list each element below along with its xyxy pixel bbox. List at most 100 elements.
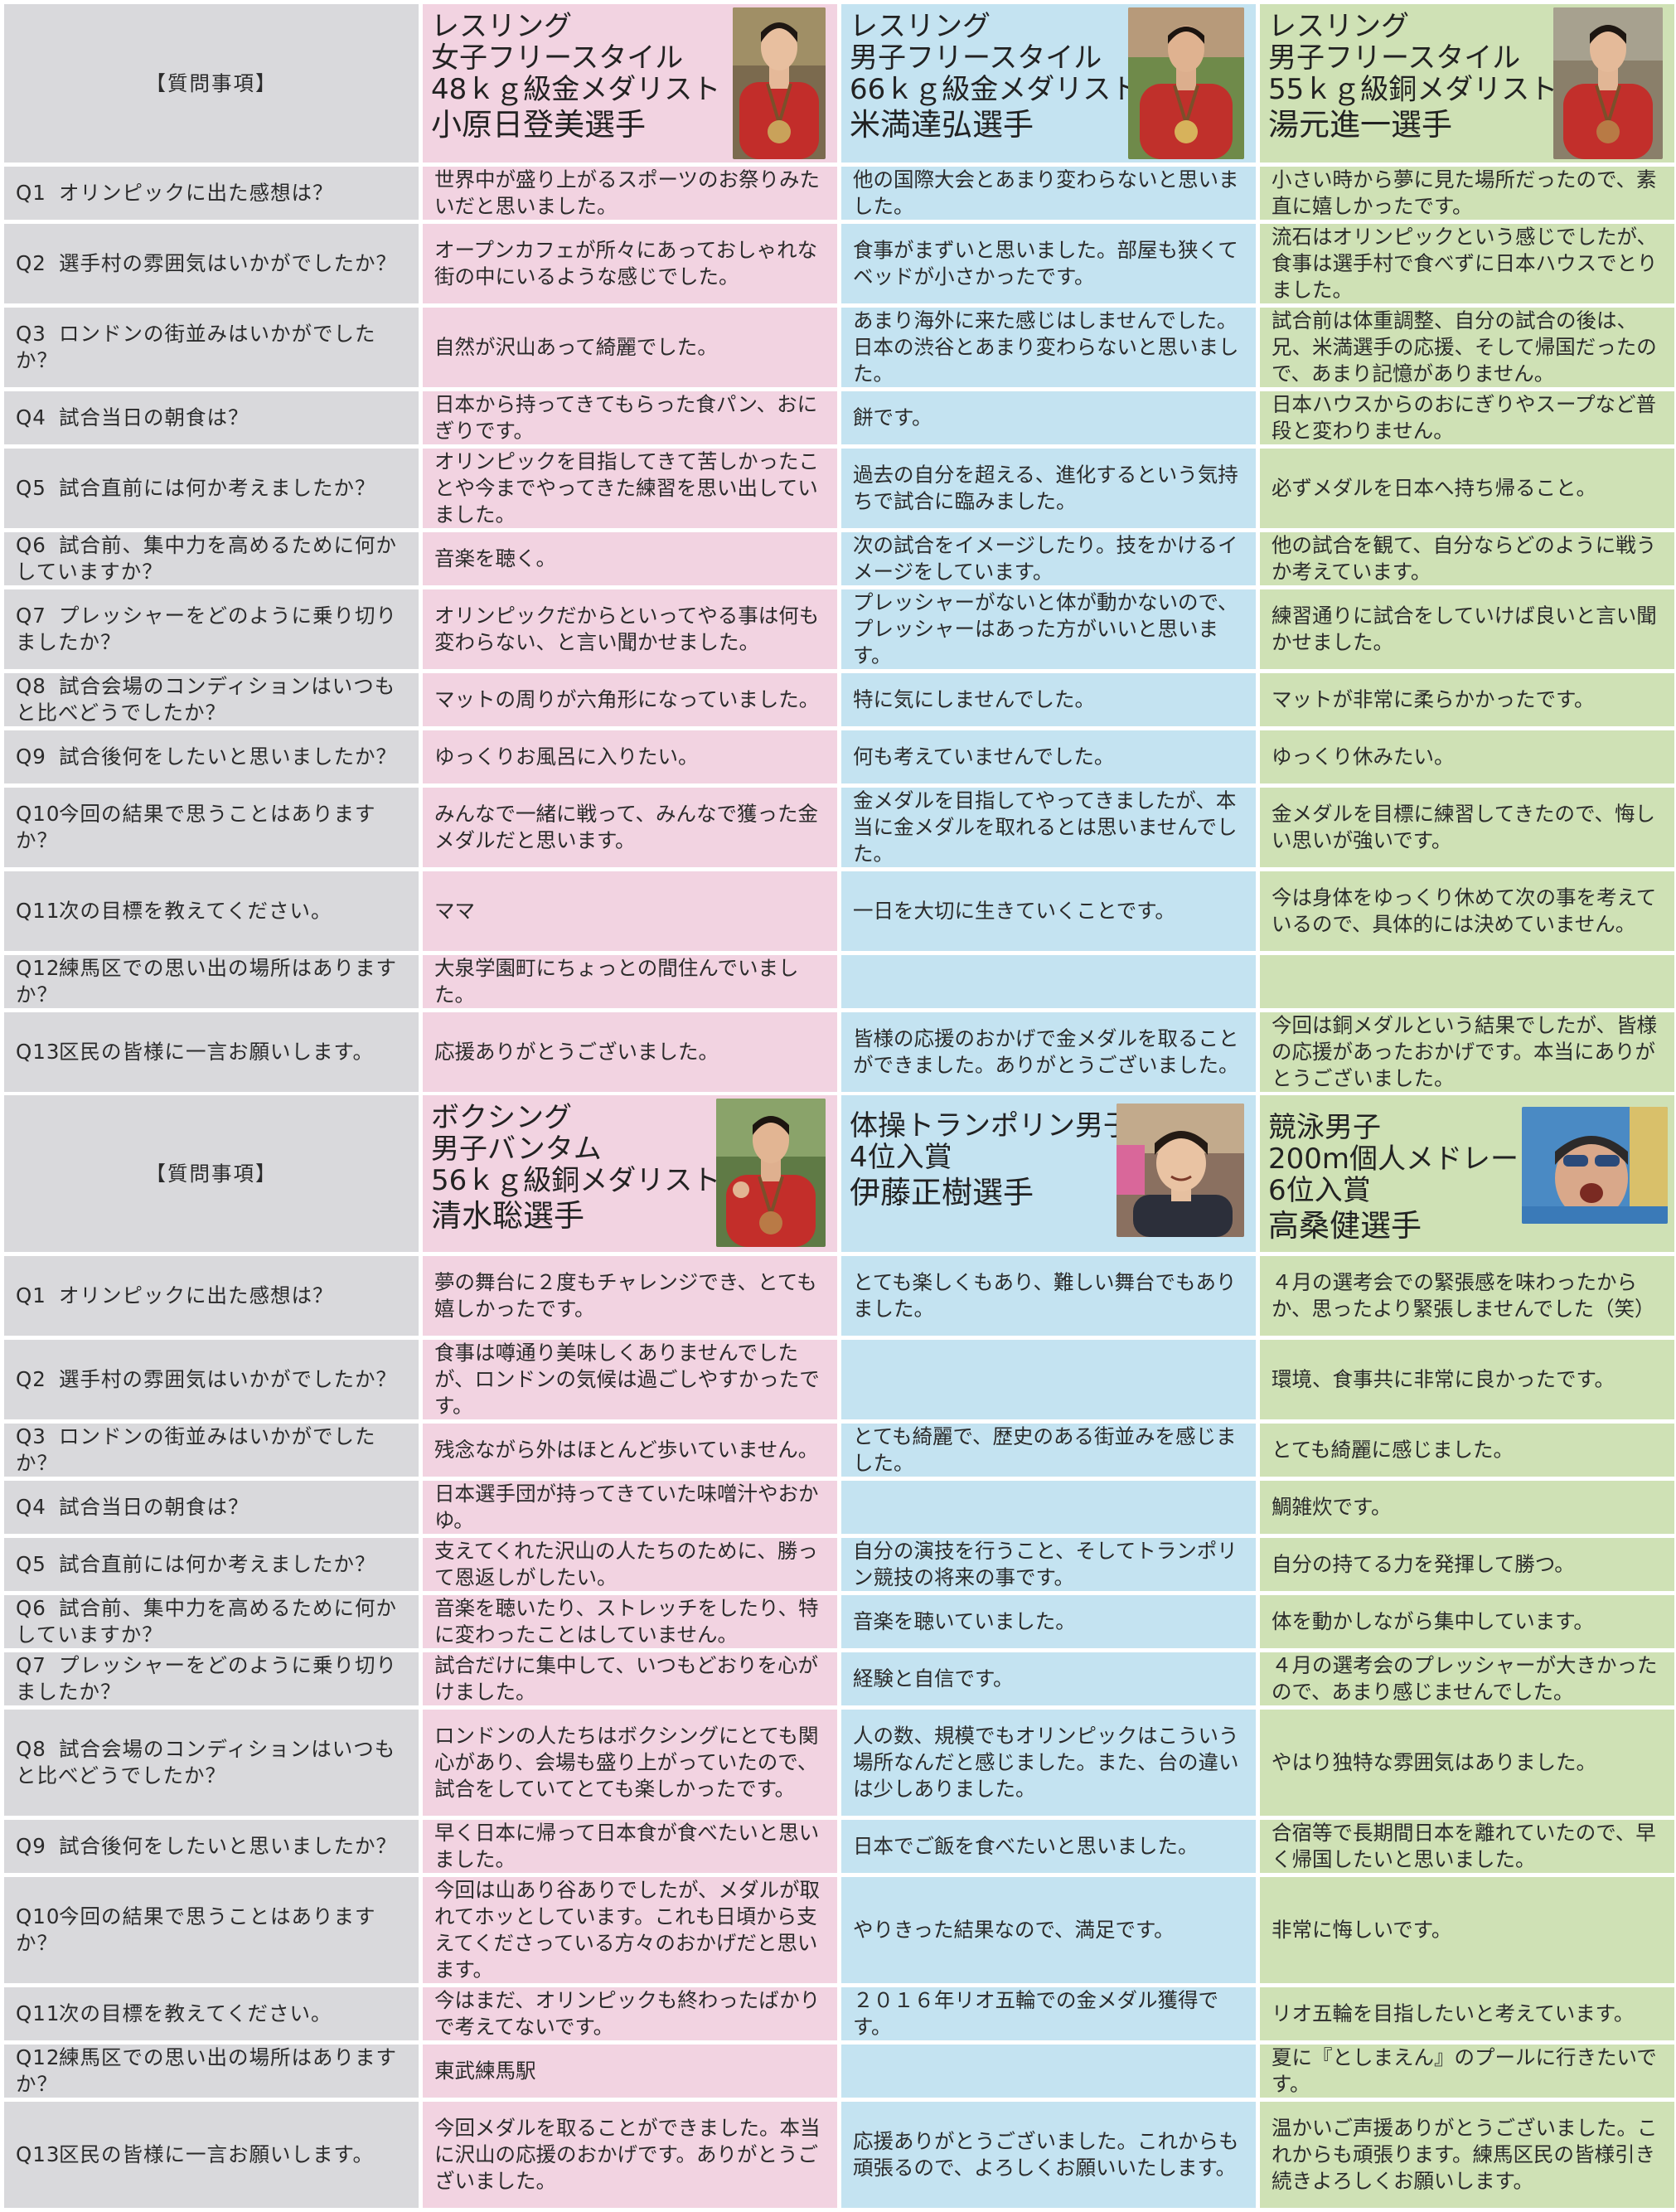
question-text: プレッシャーをどのように乗り切りましたか？ xyxy=(16,1653,397,1704)
athlete-title: 競泳男子 200m個人メドレー 6位入賞 高桑健選手 xyxy=(1268,1112,1519,1244)
question-text: 練馬区での思い出の場所はありますか？ xyxy=(16,956,397,1007)
question-text: 試合会場のコンディションはいつもと比べどうでしたか？ xyxy=(16,1737,396,1788)
answer-cell: 応援ありがとうございました。 xyxy=(423,1012,837,1092)
answer-cell: 特に気にしませんでした。 xyxy=(841,673,1256,726)
question-number: Q12 xyxy=(16,956,61,980)
answer-cell xyxy=(841,955,1256,1008)
athlete-title: レスリング 女子フリースタイル 48ｋｇ級金メダリスト 小原日登美選手 xyxy=(431,11,720,143)
answer-cell: 日本ハウスからのおにぎりやスープなど普段と変わりません。 xyxy=(1260,391,1674,444)
answer-cell: 音楽を聴いていました。 xyxy=(841,1595,1256,1648)
answer-cell: 金メダルを目標に練習してきたので、悔しい思いが強いです。 xyxy=(1260,788,1674,867)
answer-cell: ２０１６年リオ五輪での金メダル獲得です。 xyxy=(841,1987,1256,2040)
answer-cell: 他の試合を観て、自分ならどのように戦うか考えています。 xyxy=(1260,532,1674,585)
event-line: 200m個人メドレー xyxy=(1268,1142,1519,1176)
athlete-photo-icon xyxy=(1553,7,1663,159)
athlete-header: レスリング 男子フリースタイル 66ｋｇ級金メダリスト 米満達弘選手 xyxy=(841,4,1256,163)
sport-line: 競泳男子 xyxy=(1268,1111,1381,1144)
question-cell: Q13区民の皆様に一言お願いします。 xyxy=(4,1012,419,1092)
answer-cell xyxy=(841,1340,1256,1419)
result-line: 48ｋｇ級金メダリスト xyxy=(431,73,721,106)
question-text: 選手村の雰囲気はいかがでしたか？ xyxy=(59,251,397,275)
question-text: 練馬区での思い出の場所はありますか？ xyxy=(16,2045,397,2096)
answer-cell: 何も考えていませんでした。 xyxy=(841,730,1256,783)
answer-cell: 温かいご声援ありがとうございました。これからも頑張ります。練馬区民の皆様引き続き… xyxy=(1260,2102,1674,2208)
answer-cell: 世界中が盛り上がるスポーツのお祭りみたいだと思いました。 xyxy=(423,167,837,220)
answer-cell: 自然が沢山あって綺麗でした。 xyxy=(423,308,837,387)
athlete-name: 伊藤正樹選手 xyxy=(850,1175,1034,1210)
interview-table-2: 【質問事項】 ボクシング 男子バンタム 56ｋｇ級銅メダリスト 清水聡選手 体操… xyxy=(0,1091,1676,2212)
question-number: Q2 xyxy=(16,251,46,275)
athlete-name: 米満達弘選手 xyxy=(850,107,1034,143)
answer-cell: 合宿等で長期間日本を離れていたので、早く帰国したいと思いました。 xyxy=(1260,1820,1674,1873)
answer-cell: 過去の自分を超える、進化するという気持ちで試合に臨みました。 xyxy=(841,449,1256,528)
question-number: Q1 xyxy=(16,181,46,205)
question-number: Q11 xyxy=(16,899,61,923)
question-cell: Q10今回の結果で思うことはありますか？ xyxy=(4,1877,419,1983)
question-text: 試合当日の朝食は？ xyxy=(59,405,249,429)
answer-cell xyxy=(841,2045,1256,2098)
answer-cell: 日本でご飯を食べたいと思いました。 xyxy=(841,1820,1256,1873)
question-cell: Q11次の目標を教えてください。 xyxy=(4,1987,419,2040)
answer-cell: 鯛雑炊です。 xyxy=(1260,1481,1674,1534)
table-row: Q11次の目標を教えてください。 今はまだ、オリンピックも終わったばかりで考えて… xyxy=(4,1987,1674,2040)
answer-cell: ロンドンの人たちはボクシングにとても関心があり、会場も盛り上がっていたので、試合… xyxy=(423,1710,837,1816)
event-line: 男子バンタム xyxy=(431,1133,602,1166)
answer-cell: 試合前は体重調整、自分の試合の後は、兄、米満選手の応援、そして帰国だったので、あ… xyxy=(1260,308,1674,387)
answer-cell: 日本選手団が持ってきていた味噌汁やおかゆ。 xyxy=(423,1481,837,1534)
question-text: 区民の皆様に一言お願いします。 xyxy=(59,1040,375,1064)
sport-line: ボクシング xyxy=(431,1101,572,1134)
answer-cell: 流石はオリンピックという感じでしたが、食事は選手村で食べずに日本ハウスでとりまし… xyxy=(1260,224,1674,303)
event-line: 男子フリースタイル xyxy=(850,41,1102,75)
answer-cell: とても綺麗で、歴史のある街並みを感じました。 xyxy=(841,1424,1256,1477)
question-text: 試合前、集中力を高めるために何かしていますか？ xyxy=(16,533,397,584)
athlete-title: レスリング 男子フリースタイル 66ｋｇ級金メダリスト 米満達弘選手 xyxy=(850,11,1139,143)
athlete-name: 清水聡選手 xyxy=(431,1198,584,1234)
question-number: Q10 xyxy=(16,1904,61,1928)
question-number: Q5 xyxy=(16,1552,46,1576)
sport-line: レスリング xyxy=(1268,10,1409,43)
athlete-header: 体操トランポリン男子 4位入賞 伊藤正樹選手 xyxy=(841,1095,1256,1252)
answer-cell: 今回は銅メダルという結果でしたが、皆様の応援があったおかげです。本当にありがとう… xyxy=(1260,1012,1674,1092)
question-text: ロンドンの街並みはいかがでしたか？ xyxy=(16,322,376,372)
question-number: Q11 xyxy=(16,2001,61,2025)
question-number: Q4 xyxy=(16,1495,46,1519)
table-row: Q12練馬区での思い出の場所はありますか？ 大泉学園町にちょっとの間住んでいまし… xyxy=(4,955,1674,1008)
answer-cell: 食事は噂通り美味しくありませんでしたが、ロンドンの気候は過ごしやすかったです。 xyxy=(423,1340,837,1419)
athlete-name: 小原日登美選手 xyxy=(431,107,646,143)
sport-line: 体操トランポリン男子 xyxy=(850,1109,1131,1142)
question-text: 試合後何をしたいと思いましたか？ xyxy=(59,745,397,769)
answer-cell: 夢の舞台に２度もチャレンジでき、とても嬉しかったです。 xyxy=(423,1256,837,1336)
answer-cell: 東武練馬駅 xyxy=(423,2045,837,2098)
table-row: Q10今回の結果で思うことはありますか？ 今回は山あり谷ありでしたが、メダルが取… xyxy=(4,1877,1674,1983)
answer-cell: 音楽を聴いたり、ストレッチをしたり、特に変わったことはしていません。 xyxy=(423,1595,837,1648)
answer-cell: 餅です。 xyxy=(841,391,1256,444)
athlete-name: 湯元進一選手 xyxy=(1268,107,1452,143)
answer-cell: みんなで一緒に戦って、みんなで獲った金メダルだと思います。 xyxy=(423,788,837,867)
question-text: 次の目標を教えてください。 xyxy=(59,899,332,923)
athlete-photo-icon xyxy=(1128,7,1244,159)
athlete-header: ボクシング 男子バンタム 56ｋｇ級銅メダリスト 清水聡選手 xyxy=(423,1095,837,1252)
result-line: 66ｋｇ級金メダリスト xyxy=(850,73,1140,106)
answer-cell: ママ xyxy=(423,871,837,951)
athlete-title: 体操トランポリン男子 4位入賞 伊藤正樹選手 xyxy=(850,1110,1131,1211)
question-text: 区民の皆様に一言お願いします。 xyxy=(59,2142,375,2166)
question-number: Q3 xyxy=(16,322,46,346)
answer-cell xyxy=(841,1481,1256,1534)
table-row: Q11次の目標を教えてください。 ママ 一日を大切に生きていくことです。 今は身… xyxy=(4,871,1674,951)
answer-cell: 体を動かしながら集中しています。 xyxy=(1260,1595,1674,1648)
